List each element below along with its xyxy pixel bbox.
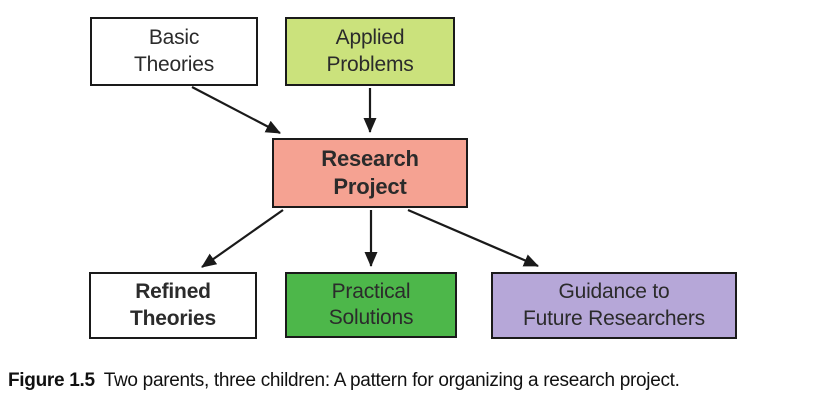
node-practical-solutions-label-line2: Solutions	[328, 306, 414, 329]
arrow-research-to-guidance	[407, 208, 539, 268]
node-applied-problems-label-line2: Problems	[326, 52, 414, 76]
node-refined-theories-label-line1: Refined	[135, 280, 211, 304]
node-guidance-label-line1: Guidance to	[558, 280, 670, 304]
node-research-project: Research Project	[272, 138, 468, 208]
node-guidance-label-line2: Future Researchers	[523, 306, 705, 330]
node-practical-solutions-label-line1: Practical	[331, 279, 411, 303]
node-research-project-label-line1: Research	[321, 146, 419, 172]
node-basic-theories-label-line2: Theories	[133, 52, 215, 76]
figure-caption-label: Figure 1.5	[8, 370, 95, 391]
node-applied-problems: Applied Problems	[285, 17, 455, 86]
node-guidance-future-researchers: Guidance to Future Researchers	[491, 272, 737, 339]
node-basic-theories: Basic Theories	[90, 17, 258, 86]
arrow-basic-to-research	[191, 86, 281, 134]
node-basic-theories-label-line1: Basic	[148, 26, 200, 50]
node-refined-theories-label-line2: Theories	[130, 306, 216, 330]
figure-caption-text: Two parents, three children: A pattern f…	[103, 370, 680, 391]
node-applied-problems-label-line1: Applied	[335, 26, 405, 50]
arrow-research-to-refined	[201, 209, 284, 268]
node-research-project-label-line2: Project	[333, 174, 407, 199]
figure-caption: Figure 1.5 Two parents, three children: A…	[8, 370, 818, 392]
node-practical-solutions: Practical Solutions	[285, 272, 457, 338]
node-refined-theories: Refined Theories	[89, 272, 257, 339]
